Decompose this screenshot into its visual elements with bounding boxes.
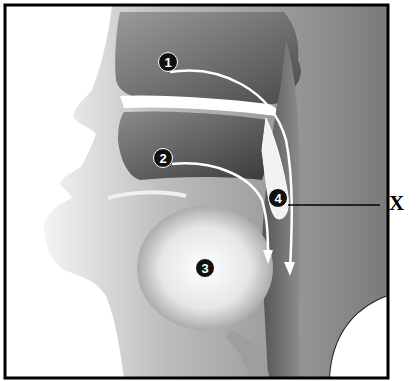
frame: [5, 5, 388, 378]
airflow-arrow-head: [284, 262, 295, 276]
nasal-cavity: [115, 12, 301, 104]
callout-text: 4: [274, 191, 281, 206]
callout-number: 1: [158, 52, 178, 72]
head-shape: [44, 6, 388, 378]
neck-fill: [330, 296, 388, 378]
callout-number: 3: [195, 258, 215, 278]
callout-text: 2: [159, 151, 166, 166]
callout-number: 4: [268, 188, 288, 208]
part-label: X: [389, 191, 404, 216]
spine-outline: [330, 296, 388, 378]
airflow-arrow: [172, 163, 268, 256]
callout-text: 3: [201, 261, 208, 276]
larynx: [226, 330, 270, 378]
lip-line: [108, 192, 186, 198]
oral-cavity: [118, 111, 270, 180]
leader-line: [288, 204, 380, 206]
callout-text: 1: [164, 55, 171, 70]
tongue: [137, 206, 273, 330]
pharynx: [262, 40, 300, 378]
callout-number: 2: [153, 148, 173, 168]
airflow-arrow: [170, 71, 292, 270]
airflow-arrow-head: [263, 250, 273, 264]
